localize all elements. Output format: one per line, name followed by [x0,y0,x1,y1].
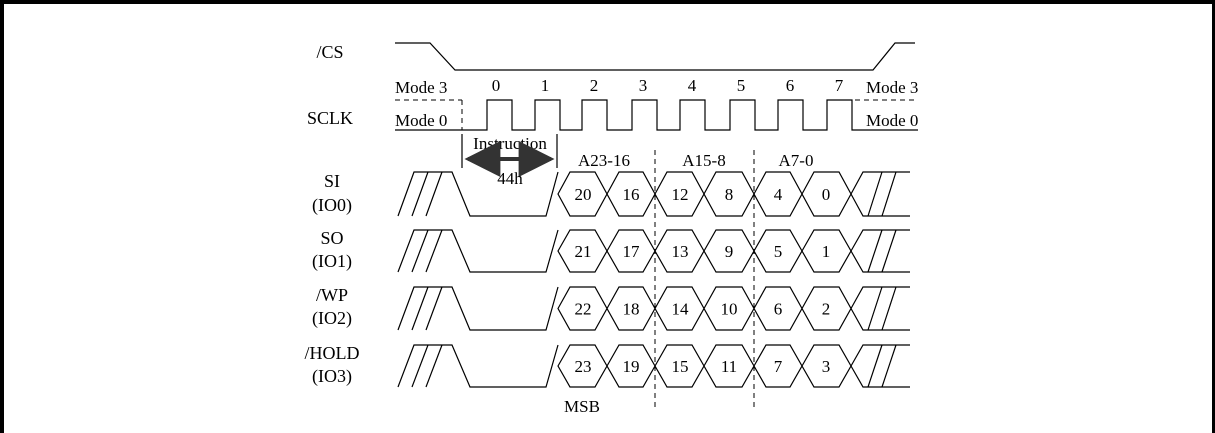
bit-value: 11 [721,357,737,376]
so-waveform [397,229,910,273]
cycle-label: 0 [492,76,501,95]
msb-label: MSB [564,397,600,416]
bit-value: 15 [672,357,689,376]
lane-left-edge [397,286,559,331]
bit-value: 13 [672,242,689,261]
hold-pin-label: (IO3) [312,366,352,387]
bit-value: 9 [725,242,734,261]
si-pin-label: (IO0) [312,195,352,216]
address-group-label: A15-8 [682,151,725,170]
wp-label: /WP [316,285,348,305]
dont-care-hatch [881,286,897,331]
dont-care-hatch [867,286,883,331]
lane-right-edge [850,365,910,388]
bit-value: 21 [575,242,592,261]
dont-care-hatch [425,286,443,331]
dont-care-hatch [411,286,429,331]
dont-care-hatch [425,344,443,388]
bit-value: 10 [721,300,738,319]
bit-value: 18 [623,300,640,319]
so-bits: 21 17 13 9 5 1 [575,242,831,261]
bit-value: 22 [575,300,592,319]
bit-value: 12 [672,185,689,204]
bit-value: 2 [822,300,831,319]
mode3-left-label: Mode 3 [395,78,447,97]
bit-value: 19 [623,357,640,376]
bit-value: 7 [774,357,783,376]
hold-label: /HOLD [305,343,360,363]
mode3-right-label: Mode 3 [866,78,918,97]
address-group-label: A23-16 [578,151,630,170]
lane-left-edge [397,229,559,273]
lane-left-edge [397,344,559,388]
dont-care-hatch [881,344,897,388]
lane-right-edge [850,344,910,367]
cycle-label: 4 [688,76,697,95]
dont-care-hatch [411,229,429,273]
bit-value: 5 [774,242,783,261]
instruction-label: Instruction [473,134,547,153]
cycle-label: 6 [786,76,795,95]
cs-label: /CS [316,42,343,62]
wp-bits: 22 18 14 10 6 2 [575,300,831,319]
so-label: SO [320,228,343,248]
instruction-code: 44h [497,169,523,188]
wp-pin-label: (IO2) [312,308,352,329]
lane-right-edge [850,171,910,195]
dont-care-hatch [867,171,883,217]
si-waveform [397,171,910,217]
si-label: SI [324,171,340,191]
bit-value: 20 [575,185,592,204]
bit-value: 6 [774,300,783,319]
address-group-label: A7-0 [779,151,814,170]
dont-care-hatch [425,171,443,217]
cycle-label: 7 [835,76,844,95]
bit-value: 17 [623,242,641,261]
bit-value: 3 [822,357,831,376]
cycle-label: 3 [639,76,648,95]
lane-right-edge [850,308,910,331]
bit-value: 4 [774,185,783,204]
dont-care-hatch [411,171,429,217]
lane-right-edge [850,250,910,273]
lane-left-edge [397,171,559,217]
lane-right-edge [850,193,910,217]
bit-value: 1 [822,242,831,261]
hold-bits: 23 19 15 11 7 3 [575,357,831,376]
bit-value: 14 [672,300,690,319]
hold-waveform [397,344,910,388]
mode0-right-label: Mode 0 [866,111,918,130]
sclk-waveform [395,99,918,131]
so-pin-label: (IO1) [312,251,352,272]
sclk-label: SCLK [307,108,353,128]
dont-care-hatch [881,171,897,217]
dont-care-hatch [867,229,883,273]
dont-care-hatch [881,229,897,273]
dont-care-hatch [867,344,883,388]
bit-value: 23 [575,357,592,376]
dont-care-hatch [425,229,443,273]
lane-right-edge [850,229,910,252]
dont-care-hatch [411,344,429,388]
lane-right-edge [850,286,910,309]
bit-value: 16 [623,185,640,204]
wp-waveform [397,286,910,331]
bit-value: 8 [725,185,734,204]
cycle-label: 1 [541,76,550,95]
cycle-label: 2 [590,76,599,95]
bit-value: 0 [822,185,831,204]
cycle-label: 5 [737,76,746,95]
mode0-left-label: Mode 0 [395,111,447,130]
cs-waveform [395,42,915,71]
si-bits: 20 16 12 8 4 0 [575,185,831,204]
